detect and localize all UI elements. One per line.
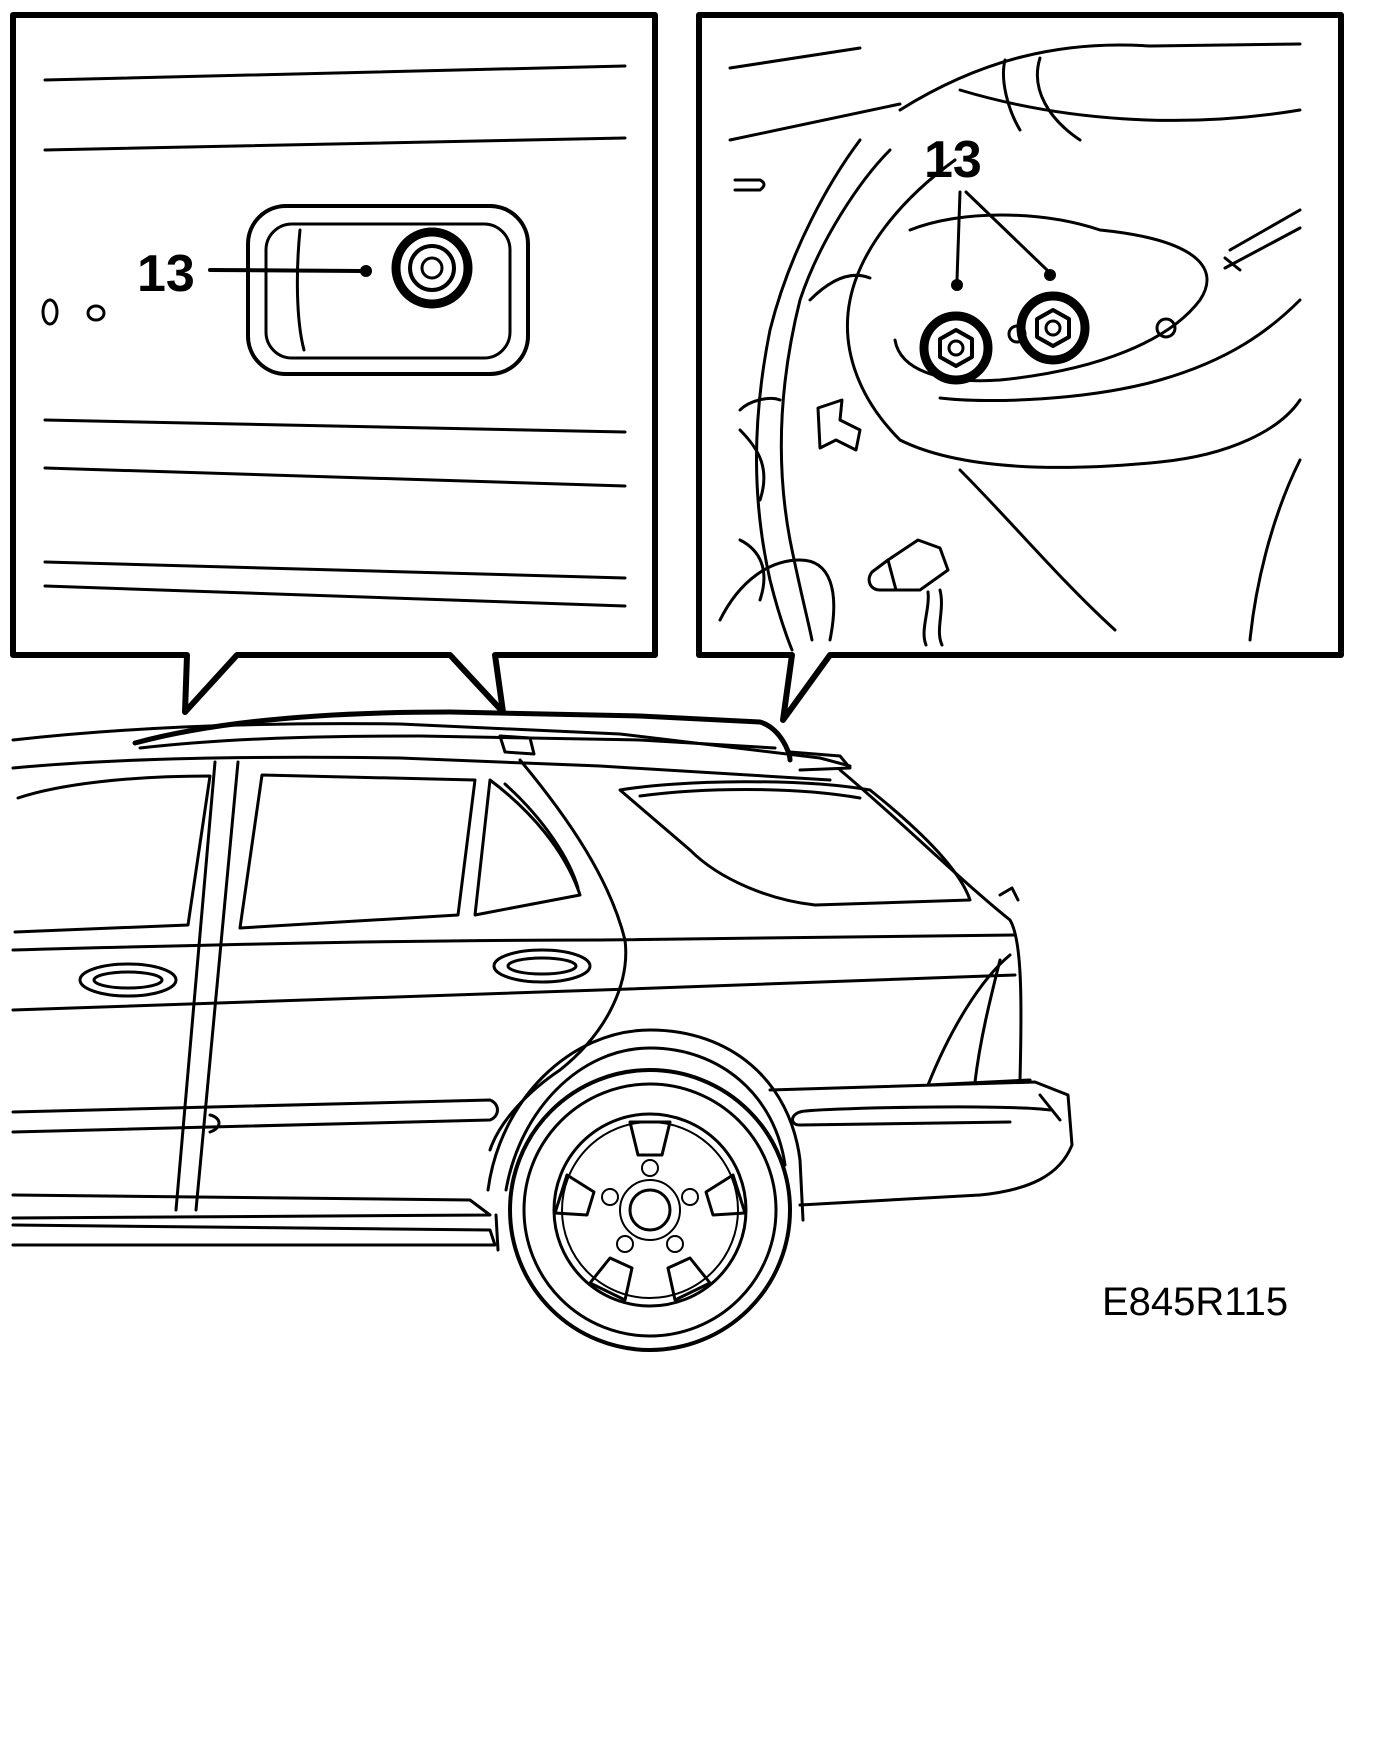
mount-bolt-right-front [919,311,993,385]
roof-rail-mount-recess [246,204,530,376]
front-door-window [13,774,212,934]
mount-bolt-left [391,227,473,309]
wire-connector [867,538,950,647]
leader-dot [360,265,372,277]
left-panel-frame [10,12,658,715]
leader-dot [1044,269,1056,281]
trim-clip [816,398,862,452]
drain-hole [86,304,106,322]
left-detail-panel [10,12,658,715]
rear-door-window [238,773,477,930]
figure-code: E845R115 [1102,1280,1289,1324]
right-detail-panel [696,12,1344,723]
rear-wheel [508,1068,792,1352]
callout-label-left: 13 [137,245,195,303]
drain-hole [41,298,59,326]
leader-line [208,268,364,273]
rear-bumper [768,1080,1074,1207]
roof-panel-lines [43,64,627,608]
leader-line [964,190,1049,272]
right-panel-frame [696,12,1344,723]
rear-quarter-window [618,780,972,907]
callout-label-right: 13 [924,131,982,189]
interior-trim-lines [718,42,1302,652]
locating-hole [1155,317,1177,339]
locating-hole [1007,324,1027,344]
rear-door-handle [492,948,592,984]
front-door-handle [78,962,178,998]
leader-dot [951,279,963,291]
rear-wheel-arch [486,1028,805,1222]
wagon-car-body [11,709,1074,1352]
leader-line [955,190,962,282]
